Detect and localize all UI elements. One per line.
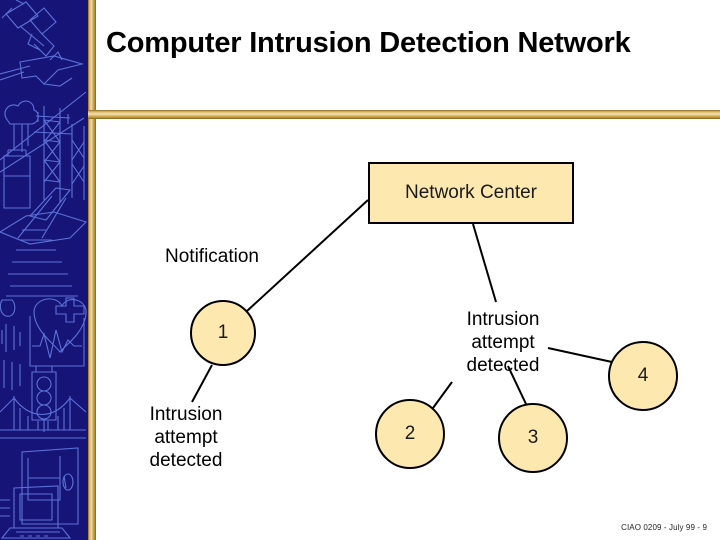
- node-4-label: 4: [637, 365, 649, 386]
- intrusion-attempt-detected-left-label: Intrusion attempt detected: [149, 404, 223, 472]
- sidebar-lineart: [0, 0, 88, 539]
- node-2-label: 2: [404, 423, 416, 444]
- edge-2-up: [432, 381, 453, 409]
- node-3[interactable]: 3: [498, 403, 568, 473]
- notification-label: Notification: [165, 246, 259, 267]
- intrusion-detection-diagram: Network Center 1 2 3 4 Notification Intr…: [96, 120, 720, 520]
- intrusion-attempt-detected-right-label: Intrusion attempt detected: [466, 309, 540, 377]
- node-network-center-label: Network Center: [405, 182, 537, 203]
- node-2[interactable]: 2: [375, 399, 445, 469]
- node-1-label: 1: [217, 322, 229, 343]
- node-1[interactable]: 1: [190, 300, 256, 366]
- decorative-sidebar: [0, 0, 88, 540]
- node-network-center[interactable]: Network Center: [368, 162, 574, 224]
- edge-center-down: [472, 223, 497, 303]
- node-3-label: 3: [527, 427, 539, 448]
- gold-vertical-rule: [88, 0, 96, 540]
- slide-footer: CIAO 0209 - July 99 - 9: [621, 523, 707, 532]
- page-title: Computer Intrusion Detection Network: [106, 27, 631, 59]
- edge-1-down: [191, 364, 213, 403]
- node-4[interactable]: 4: [608, 341, 678, 411]
- gold-horizontal-rule: [88, 110, 720, 119]
